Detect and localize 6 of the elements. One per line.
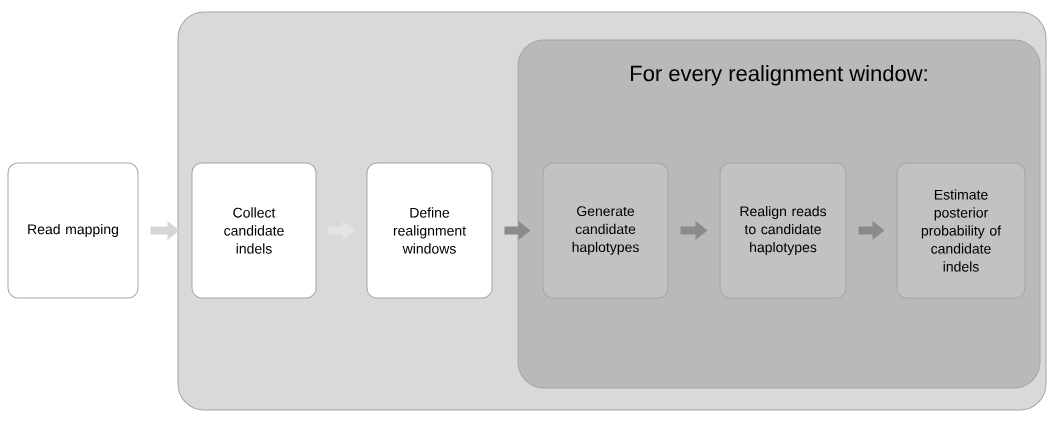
process-box: Generate candidate haplotypes [542, 162, 669, 299]
process-box: Collect candidate indels [191, 162, 317, 299]
process-box: Estimate posterior probability of candidate indels [896, 162, 1026, 299]
process-box: Realign reads to candidate haplotypes [719, 162, 847, 299]
process-box: Read mapping [7, 162, 139, 299]
process-box: Define realignment windows [366, 162, 493, 299]
